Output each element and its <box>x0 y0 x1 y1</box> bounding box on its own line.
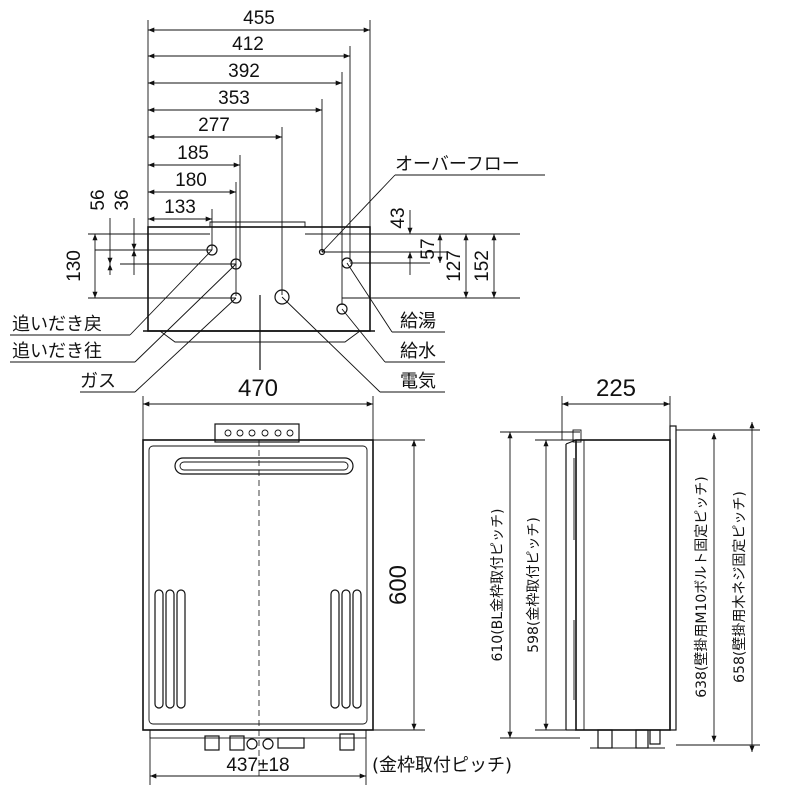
label-water-supply: 給水 <box>400 341 436 362</box>
label-hot-water: 給湯 <box>400 311 436 332</box>
front-top-terminal <box>214 423 300 443</box>
label-overflow: オーバーフロー <box>395 154 520 175</box>
top-view-outline <box>147 226 371 332</box>
dim-470: 470 <box>238 375 278 402</box>
dim-56: 56 <box>88 189 109 210</box>
right-vent <box>330 589 362 709</box>
side-view: 225 610(BL金枠取付ピッチ) 598(金枠取付ピッチ) 638(壁掛用M… <box>490 375 760 752</box>
dim-43: 43 <box>388 207 409 228</box>
dim-130: 130 <box>64 250 85 282</box>
left-vent <box>154 589 186 709</box>
label-gas: ガス <box>80 371 116 392</box>
dim-455: 455 <box>243 8 275 29</box>
dim-600: 600 <box>385 565 412 605</box>
dim-412: 412 <box>232 34 264 55</box>
front-view: 470 <box>142 375 512 785</box>
port-water-supply <box>336 303 348 315</box>
dim-152: 152 <box>472 250 493 282</box>
pitch-note: (金枠取付ピッチ) <box>372 755 512 776</box>
dim-658: 658(壁掛用木ネジ固定ピッチ) <box>732 491 748 683</box>
side-body <box>575 439 671 731</box>
dim-353: 353 <box>218 88 250 109</box>
dim-127: 127 <box>444 250 465 282</box>
label-electric: 電気 <box>400 371 436 392</box>
port-gas-main <box>274 289 290 305</box>
dim-225: 225 <box>596 375 636 402</box>
dim-57: 57 <box>418 238 439 259</box>
dim-133: 133 <box>164 197 196 218</box>
dim-598: 598(金枠取付ピッチ) <box>526 517 542 653</box>
exhaust-grille <box>174 457 354 475</box>
dim-437-pitch: 437±18 <box>226 755 289 776</box>
dim-392: 392 <box>228 61 260 82</box>
dim-610: 610(BL金枠取付ピッチ) <box>490 508 506 661</box>
dim-36: 36 <box>112 189 133 210</box>
dim-277: 277 <box>198 115 230 136</box>
mounting-bracket <box>669 425 677 731</box>
dim-185: 185 <box>177 143 209 164</box>
top-view: 455 412 392 353 277 185 180 133 130 56 3… <box>10 8 545 393</box>
label-reheat-supply: 追いだき往 <box>12 341 102 362</box>
dim-180: 180 <box>175 170 207 191</box>
dim-638: 638(壁掛用M10ボルト固定ピッチ) <box>694 476 710 698</box>
label-reheat-return: 追いだき戻 <box>12 314 102 335</box>
